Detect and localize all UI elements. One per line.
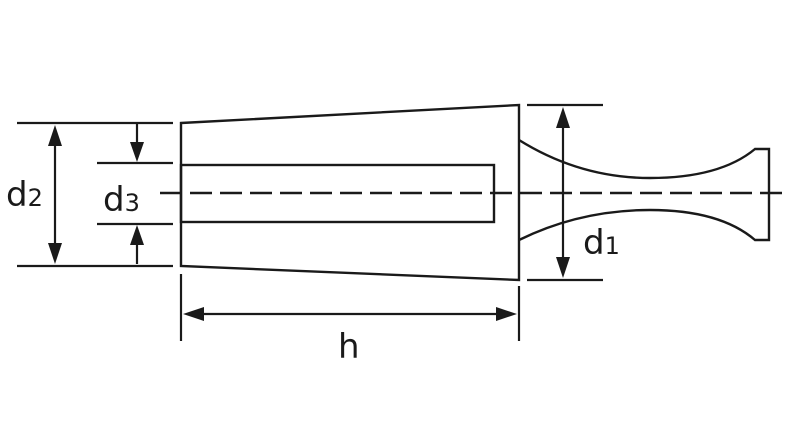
nozzle-upper-curve (518, 138, 771, 242)
h-label: h (338, 327, 360, 367)
h-arrow-left (183, 307, 204, 321)
d1-arrow-top (556, 107, 570, 128)
d3-arrow-top (130, 142, 144, 162)
h-arrow-right (496, 307, 517, 321)
d3-label: d3 (103, 180, 140, 220)
d3-arrow-bottom (130, 225, 144, 245)
d1-arrow-bottom (556, 257, 570, 278)
d1-label: d1 (583, 223, 620, 263)
d2-label: d2 (6, 175, 43, 215)
d2-arrow-bottom (48, 243, 62, 264)
d2-arrow-top (48, 125, 62, 146)
